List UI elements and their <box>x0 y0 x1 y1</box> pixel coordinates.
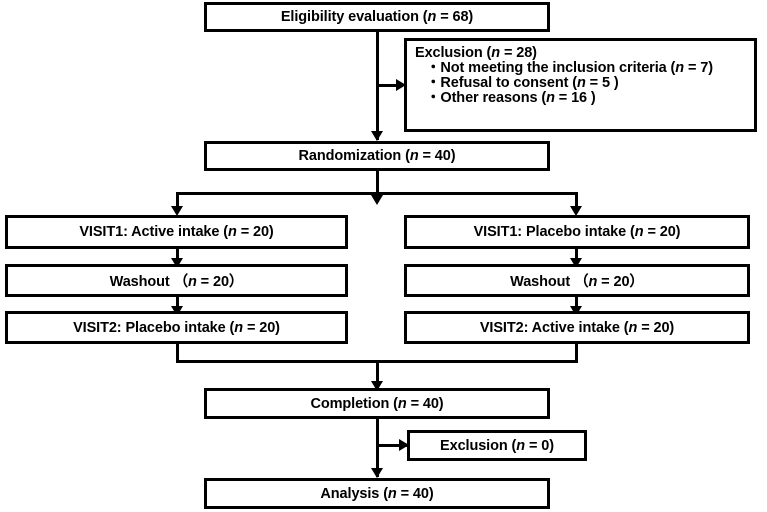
node-left-visit2-label: VISIT2: Placebo intake (n = 20) <box>73 319 280 336</box>
exclusion-reason-1: ・Not meeting the inclusion criteria (n =… <box>426 60 713 77</box>
connector-randomization-down <box>376 171 379 201</box>
connector-right-visit1-to-washout <box>575 249 578 264</box>
exclusion-screening-header: Exclusion (n = 28) <box>415 45 537 61</box>
node-randomization-label: Randomization (n = 40) <box>298 148 456 164</box>
node-eligibility-evaluation[interactable]: Eligibility evaluation (n = 68) <box>204 2 550 32</box>
node-left-visit2-placebo[interactable]: VISIT2: Placebo intake (n = 20) <box>5 311 348 344</box>
connector-split-left <box>176 192 179 212</box>
connector-completion-to-analysis <box>376 419 379 477</box>
node-exclusion-analysis[interactable]: Exclusion (n = 0) <box>407 430 587 461</box>
node-completion-label: Completion (n = 40) <box>310 395 444 412</box>
arrowhead-left-washout <box>171 258 183 268</box>
node-analysis-label: Analysis (n = 40) <box>320 485 434 502</box>
connector-left-washout-to-visit2 <box>176 297 179 312</box>
node-left-visit1-label: VISIT1: Active intake (n = 20) <box>79 224 274 240</box>
arrowhead-to-randomization <box>371 131 383 141</box>
connector-left-visit1-to-washout <box>176 249 179 264</box>
connector-merge-to-completion <box>376 360 379 388</box>
connector-split-right <box>575 192 578 212</box>
connector-left-visit2-down <box>176 343 179 363</box>
node-right-visit2-label: VISIT2: Active intake (n = 20) <box>479 319 675 336</box>
connector-to-exclusion-analysis <box>376 444 407 447</box>
exclusion-reason-3: ・Other reasons (n = 16 ) <box>426 90 596 107</box>
node-right-washout[interactable]: Washout （n = 20） <box>404 264 750 297</box>
node-right-visit2-active[interactable]: VISIT2: Active intake (n = 20) <box>404 311 750 344</box>
arrowhead-to-exclusion-analysis <box>399 439 409 451</box>
arrowhead-to-exclusion-screening <box>396 79 406 91</box>
node-exclusion-analysis-label: Exclusion (n = 0) <box>440 437 554 454</box>
node-right-visit1-label: VISIT1: Placebo intake (n = 20) <box>473 224 681 240</box>
arrowhead-to-analysis <box>371 468 383 478</box>
node-randomization[interactable]: Randomization (n = 40) <box>204 141 550 171</box>
arrowhead-right-washout <box>570 258 582 268</box>
node-left-washout-label: Washout （n = 20） <box>109 274 244 290</box>
node-completion[interactable]: Completion (n = 40) <box>204 388 550 419</box>
arrowhead-right-visit1 <box>570 206 582 216</box>
arrowhead-randomization-split <box>371 195 383 205</box>
connector-right-visit2-down <box>575 343 578 363</box>
arrowhead-to-completion <box>371 381 383 391</box>
arrowhead-left-visit1 <box>171 206 183 216</box>
node-left-visit1-active[interactable]: VISIT1: Active intake (n = 20) <box>5 215 348 249</box>
split-bar-randomization <box>176 192 578 195</box>
node-eligibility-label: Eligibility evaluation (n = 68) <box>280 9 474 25</box>
node-right-washout-label: Washout （n = 20） <box>510 274 644 290</box>
exclusion-reason-2: ・Refusal to consent (n = 5 ) <box>426 75 619 92</box>
node-right-visit1-placebo[interactable]: VISIT1: Placebo intake (n = 20) <box>404 215 750 249</box>
connector-right-washout-to-visit2 <box>575 297 578 312</box>
connector-to-exclusion-screening <box>376 84 403 87</box>
node-analysis[interactable]: Analysis (n = 40) <box>204 478 550 509</box>
node-exclusion-screening[interactable]: Exclusion (n = 28) ・Not meeting the incl… <box>404 38 757 132</box>
node-left-washout[interactable]: Washout （n = 20） <box>5 264 348 297</box>
